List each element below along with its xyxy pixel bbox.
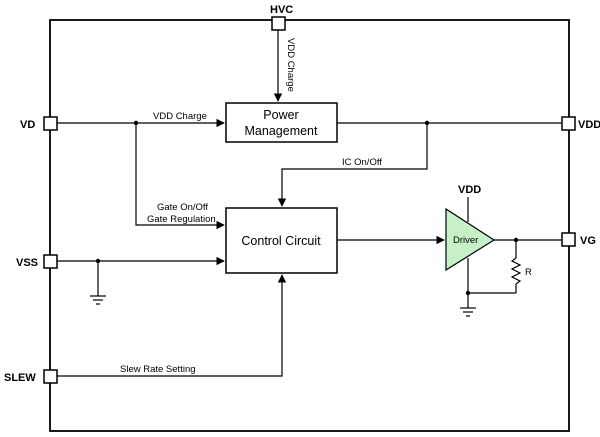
pin-vdd: VDD <box>561 116 600 131</box>
pin-vd-label: VD <box>20 119 35 131</box>
chip-outline <box>49 19 570 432</box>
control-circuit-block: Control Circuit <box>225 207 338 274</box>
ground-icon-vss <box>90 295 106 305</box>
control-circuit-label: Control Circuit <box>241 234 321 248</box>
driver-vdd-label: VDD <box>458 184 481 196</box>
slew-rate-setting-label: Slew Rate Setting <box>120 364 196 375</box>
ic-on-off-wire <box>277 123 428 207</box>
resistor-label: R <box>525 267 532 278</box>
gate-control-wire <box>135 123 225 230</box>
resistor-r <box>510 257 522 285</box>
gate-on-off-label: Gate On/Off <box>157 202 208 213</box>
pin-hvc: HVC <box>270 4 293 31</box>
pin-vss-label: VSS <box>16 257 38 269</box>
pin-vss: VSS <box>16 254 58 269</box>
vdd-charge-label: VDD Charge <box>153 111 207 122</box>
ground-junction-dot <box>465 290 471 296</box>
power-management-block: Power Management <box>225 102 338 143</box>
gate-regulation-label: Gate Regulation <box>147 214 216 225</box>
power-management-label-1: Power <box>263 108 298 122</box>
vdd-charge-vertical-label: VDD Charge <box>285 38 296 92</box>
pin-vd: VD <box>20 116 58 131</box>
pin-vg: VG <box>561 232 596 247</box>
driver-amplifier: Driver <box>445 207 496 272</box>
pin-slew: SLEW <box>4 369 58 384</box>
driver-label: Driver <box>453 235 478 246</box>
pin-hvc-label: HVC <box>270 4 293 16</box>
pin-slew-label: SLEW <box>4 372 36 384</box>
ic-on-off-label: IC On/Off <box>342 157 382 168</box>
pin-vg-label: VG <box>580 235 596 247</box>
ground-icon-driver <box>460 307 476 317</box>
pin-vdd-label: VDD <box>578 119 600 131</box>
power-management-label-2: Management <box>245 124 318 138</box>
slew-to-control-wire <box>57 274 287 377</box>
